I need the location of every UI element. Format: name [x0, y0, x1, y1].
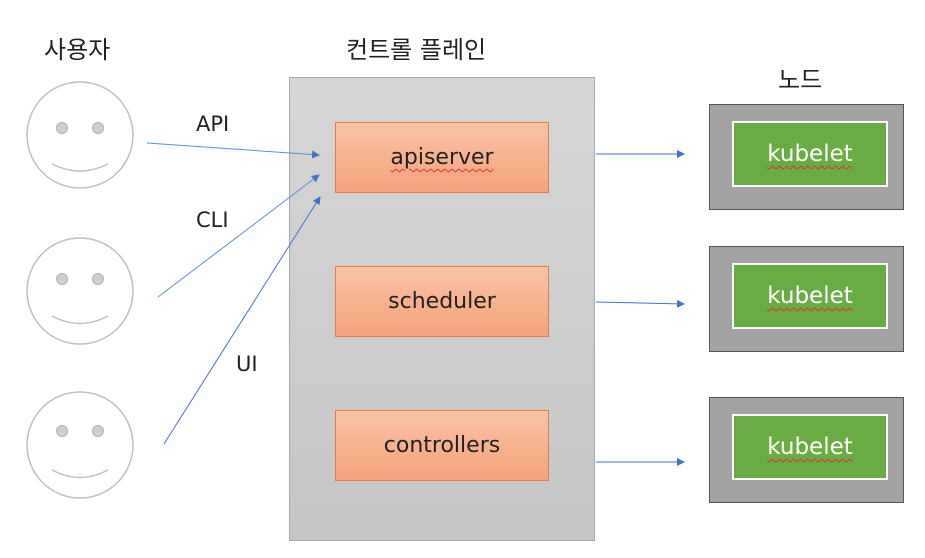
- scheduler-box: scheduler: [335, 266, 549, 337]
- ui-label: UI: [236, 352, 258, 376]
- api-arrow: [146, 142, 320, 159]
- cli-arrow: [157, 174, 320, 298]
- ui-arrow: [163, 196, 321, 445]
- apiserver-label: apiserver: [390, 145, 494, 170]
- nodes-heading: 노드: [778, 66, 823, 94]
- scheduler-label: scheduler: [388, 289, 496, 314]
- node-2-box: kubelet: [709, 246, 904, 352]
- kubelet-3-label: kubelet: [767, 434, 853, 460]
- user-2-smiley-icon: [26, 237, 134, 345]
- controllers-label: controllers: [383, 433, 501, 458]
- kubelet-2-label: kubelet: [767, 283, 853, 309]
- controllers-box: controllers: [335, 410, 549, 481]
- api-label: API: [196, 112, 230, 136]
- kubelet-3-box: kubelet: [732, 414, 888, 480]
- kubelet-1-label: kubelet: [767, 141, 853, 167]
- control-plane-heading: 컨트롤 플레인: [346, 36, 487, 64]
- apiserver-box: apiserver: [335, 122, 549, 193]
- node-1-box: kubelet: [709, 104, 904, 210]
- node-3-box: kubelet: [709, 397, 904, 503]
- user-1-smiley-icon: [26, 81, 134, 189]
- users-heading: 사용자: [44, 36, 111, 64]
- user-3-smiley-icon: [26, 391, 134, 499]
- cli-label: CLI: [196, 208, 229, 232]
- kubelet-2-box: kubelet: [732, 263, 888, 329]
- scheduler-to-node-arrow: [595, 299, 685, 308]
- kubelet-1-box: kubelet: [732, 121, 888, 187]
